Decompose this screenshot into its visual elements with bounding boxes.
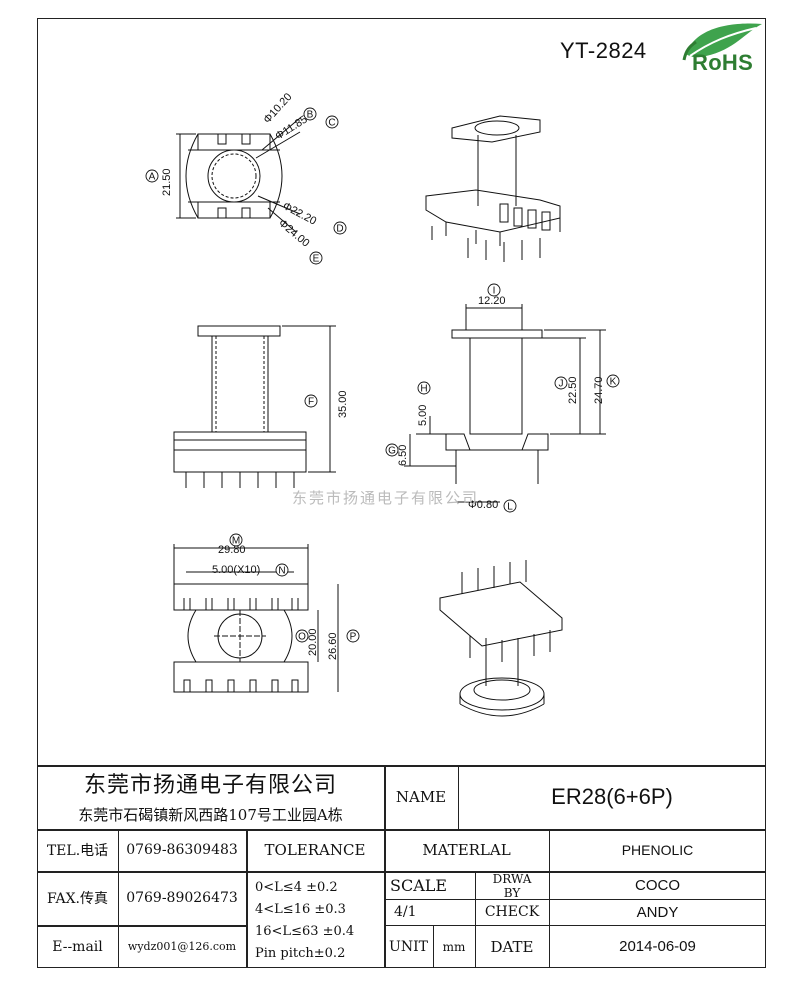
svg-text:L: L: [507, 502, 513, 513]
isometric-top-view: [425, 115, 561, 262]
callout-p: P: [346, 629, 360, 643]
dim-f: 35.00: [337, 390, 349, 418]
drawn-by-value: COCO: [635, 876, 680, 894]
rohs-leaf-icon: [682, 23, 762, 61]
tolerance-label: TOLERANCE: [264, 841, 366, 859]
callout-c: C: [325, 115, 339, 129]
svg-text:K: K: [610, 377, 617, 388]
dim-l: Φ0.80: [468, 499, 498, 511]
dim-a: 21.50: [161, 168, 173, 196]
drawn-by-label-line2: BY: [503, 885, 521, 900]
callout-d: D: [333, 221, 347, 235]
svg-text:O: O: [298, 632, 306, 643]
dim-o: 20.00: [307, 628, 319, 656]
svg-text:J: J: [559, 379, 564, 390]
callout-a: A: [145, 169, 159, 183]
date-value: 2014-06-09: [619, 938, 696, 955]
callout-f: F: [304, 394, 318, 408]
svg-text:N: N: [278, 566, 285, 577]
tolerance-row-1: 0<L≤4 ±0.2: [255, 879, 338, 895]
tolerance-row-3: 16<L≤63 ±0.4: [255, 923, 355, 939]
svg-text:G: G: [388, 446, 396, 457]
dim-b: Φ10.20: [261, 91, 294, 126]
technical-drawing: Φ10.20 Φ11.85 Φ22.20 Φ24.00 21.50 35.00 …: [145, 91, 620, 717]
callout-e: E: [309, 251, 323, 265]
callout-i: I: [487, 283, 501, 297]
unit-label: UNIT: [389, 938, 428, 955]
drawn-by-label-line1: DRWA: [492, 871, 532, 886]
tel-value: 0769-86309483: [126, 842, 238, 858]
svg-text:M: M: [232, 536, 240, 547]
callout-b: B: [303, 107, 317, 121]
watermark: 东莞市扬通电子有限公司: [292, 489, 480, 507]
dim-j: 22.50: [567, 376, 579, 404]
title-block: 东莞市扬通电子有限公司 东莞市石碣镇新风西路107号工业园A栋 NAME ER2…: [37, 765, 766, 968]
callout-k: K: [606, 374, 620, 388]
top-view: [176, 117, 301, 233]
callout-o: O: [295, 629, 309, 643]
name-label: NAME: [395, 788, 447, 806]
dim-m: 29.80: [218, 544, 246, 556]
callout-g: G: [385, 443, 399, 457]
callout-n: N: [275, 563, 289, 577]
callout-markers: A B C D E F G H I J K L M N O P: [145, 107, 620, 643]
dim-pitch: 5.00(X10): [212, 564, 260, 576]
company-name: 东莞市扬通电子有限公司: [83, 773, 337, 798]
tel-label: TEL.电话: [46, 843, 109, 859]
callout-j: J: [554, 376, 568, 390]
isometric-bottom-view: [439, 560, 563, 717]
check-value: ANDY: [636, 903, 679, 921]
svg-text:E: E: [313, 254, 320, 265]
svg-text:C: C: [328, 118, 335, 129]
bottom-view: [173, 544, 339, 693]
check-label: CHECK: [484, 904, 540, 920]
svg-text:B: B: [307, 110, 314, 121]
dim-c: Φ11.85: [273, 114, 309, 143]
callout-l: L: [503, 499, 517, 513]
callout-h: H: [417, 381, 431, 395]
company-address: 东莞市石碣镇新风西路107号工业园A栋: [78, 805, 343, 824]
scale-label: SCALE: [390, 875, 448, 895]
rohs-label: RoHS: [692, 50, 754, 75]
front-view: [173, 325, 336, 488]
callout-m: M: [229, 533, 243, 547]
dim-i: 12.20: [478, 295, 506, 307]
side-view: [404, 304, 606, 503]
part-number: YT-2824: [560, 38, 647, 63]
fax-label: FAX.传真: [46, 891, 109, 907]
dim-p: 26.60: [327, 632, 339, 660]
tolerance-row-2: 4<L≤16 ±0.3: [255, 901, 346, 917]
svg-text:H: H: [420, 384, 427, 395]
tolerance-row-4: Pin pitch±0.2: [255, 945, 346, 961]
material-value: PHENOLIC: [621, 842, 694, 858]
unit-value: mm: [442, 939, 466, 954]
dim-h: 5.00: [417, 405, 429, 426]
part-name-value: ER28(6+6P): [551, 784, 673, 809]
svg-text:I: I: [493, 286, 496, 297]
scale-value: 4/1: [394, 904, 417, 920]
email-value: wydz001@126.com: [127, 940, 237, 953]
drawing-frame: [37, 18, 766, 968]
svg-text:P: P: [350, 632, 357, 643]
dimension-labels: Φ10.20 Φ11.85 Φ22.20 Φ24.00 21.50 35.00 …: [161, 91, 605, 660]
fax-value: 0769-89026473: [126, 890, 238, 906]
dim-g: 6.50: [397, 445, 409, 466]
email-label: E--mail: [52, 938, 103, 955]
date-label: DATE: [490, 937, 534, 956]
svg-text:F: F: [308, 397, 314, 408]
svg-text:D: D: [336, 224, 343, 235]
material-label: MATERLAL: [422, 841, 511, 859]
svg-text:A: A: [149, 172, 156, 183]
dim-k: 24.70: [593, 376, 605, 404]
